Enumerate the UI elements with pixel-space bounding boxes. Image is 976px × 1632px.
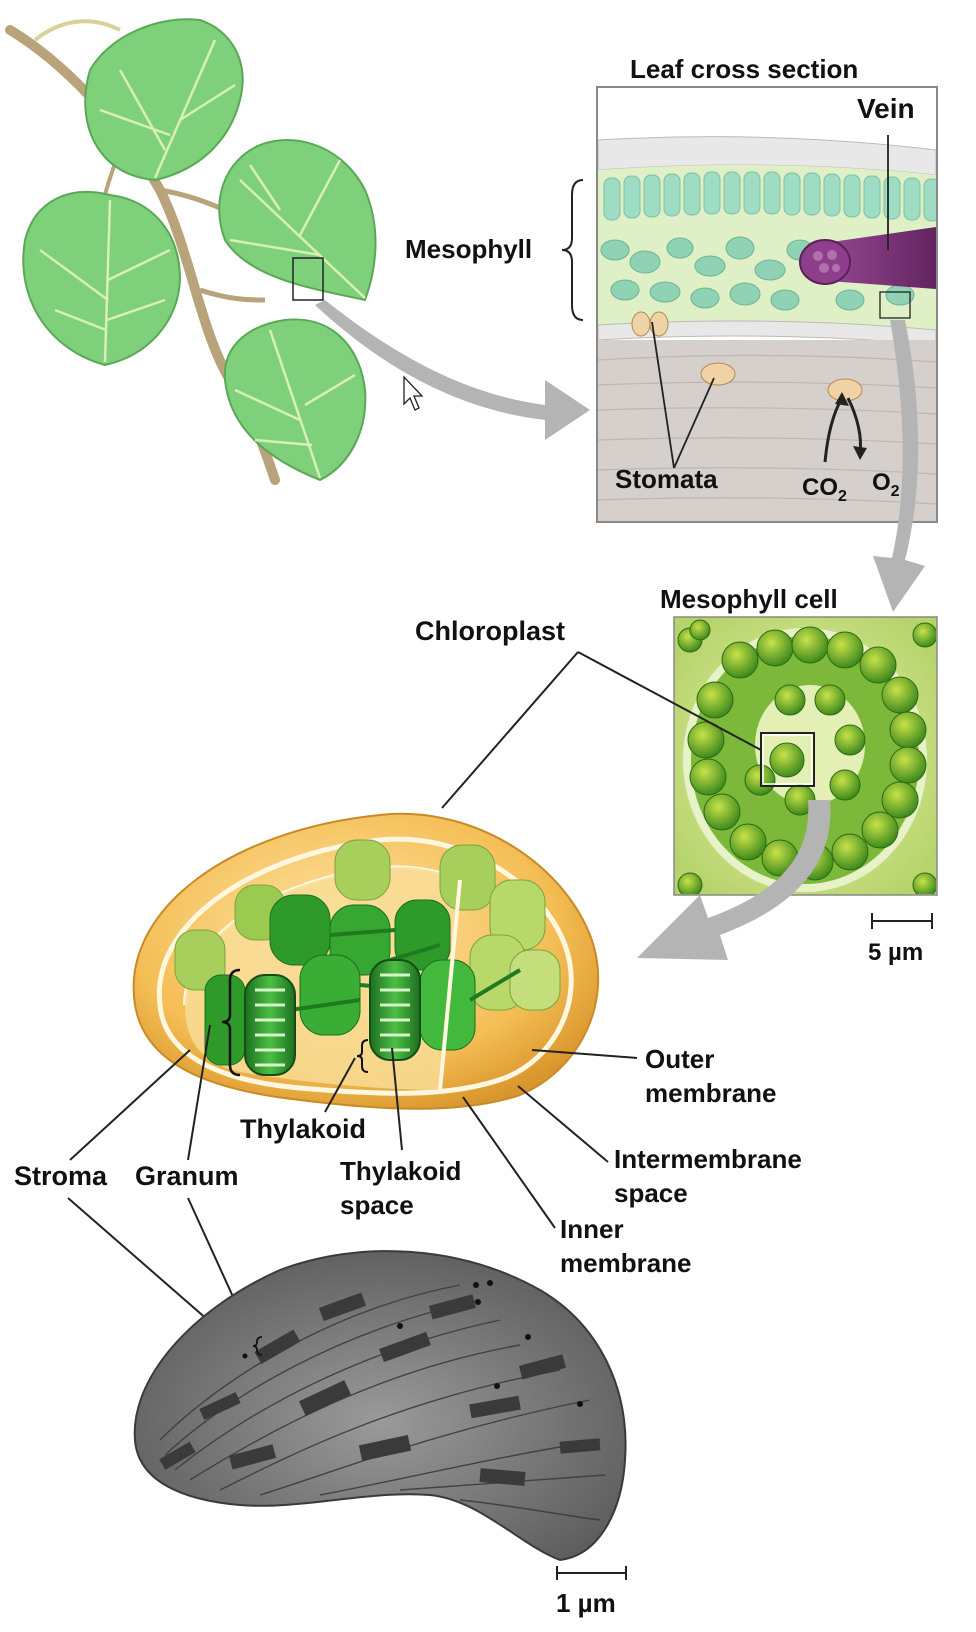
leaf-cross-section-panel: Vein Stomata CO2 O2: [597, 87, 950, 522]
mesophyll-label: Mesophyll: [405, 234, 532, 264]
stomata-label: Stomata: [615, 464, 718, 494]
mesophyll-cell-title: Mesophyll cell: [660, 584, 838, 614]
thylakoid-stack: [370, 960, 420, 1060]
cursor-icon: [404, 377, 422, 410]
leaf: [85, 19, 242, 180]
vein-label: Vein: [857, 93, 915, 124]
mesophyll-brace: [562, 180, 583, 320]
leaf: [225, 319, 366, 480]
leaf: [219, 140, 375, 300]
scale-bar-1um: 1 µm: [556, 1566, 626, 1618]
palisade-cells: [604, 172, 940, 221]
stroma-label: Stroma: [14, 1161, 108, 1191]
leaf: [23, 192, 180, 365]
scale-bar-5um: 5 µm: [868, 913, 932, 966]
svg-text:5 µm: 5 µm: [868, 939, 923, 966]
stoma: [828, 379, 862, 401]
chloroplast-label: Chloroplast: [415, 616, 565, 646]
leaf-cross-section-title: Leaf cross section: [630, 54, 858, 84]
granum-stack: [245, 975, 295, 1075]
svg-text:1 µm: 1 µm: [556, 1588, 616, 1618]
granum-label: Granum: [135, 1161, 239, 1191]
thylakoid-label: Thylakoid: [240, 1114, 366, 1144]
chloroplast-tem-micrograph: [135, 1251, 626, 1560]
leaf-branch-illustration: [10, 19, 376, 480]
stoma: [701, 363, 735, 385]
